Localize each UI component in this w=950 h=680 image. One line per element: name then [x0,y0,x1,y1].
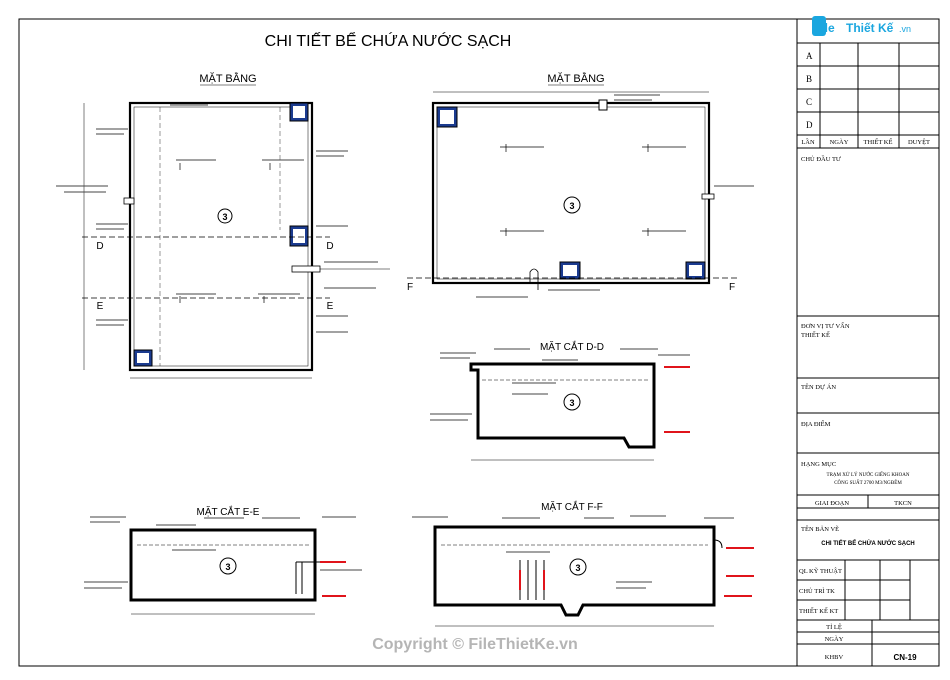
zone-number: 3 [225,562,230,572]
watermark-text: Copyright © FileThietKe.vn [372,636,578,653]
plan-left: MẶT BẰNG D D E E 3 [56,72,390,379]
drawing-name-label: TÊN BẢN VẼ [801,525,839,533]
section-ee-title: MẶT CẮT E-E [197,505,260,518]
category-line-2: CÔNG SUẤT 2700 M3/NGĐÊM [834,480,902,486]
signer-label: QL KỸ THUẬT [799,567,842,575]
scale-label: TỈ LỆ [826,623,842,631]
cut-label-f: F [407,282,413,293]
cut-label-e: E [327,301,334,312]
stage-label: GIAI ĐOẠN [815,500,849,507]
logo-file-icon [812,16,826,36]
rev-header: NGÀY [830,138,849,146]
zone-number: 3 [222,212,227,222]
section-ff: MẶT CẮT F-F 3 [412,500,754,627]
owner-label: CHỦ ĐẦU TƯ [801,155,842,163]
logo-file-text: File [814,21,835,35]
rev-header: LẦN [801,138,815,146]
drawing-name-value: CHI TIẾT BỂ CHỨA NƯỚC SẠCH [821,539,915,547]
plan-left-title: MẶT BẰNG [199,72,256,85]
revision-label: A [806,51,813,61]
revision-label: D [806,120,813,130]
signer-label: THIẾT KẾ KT [799,607,838,615]
signer-label: CHỦ TRÌ TK [799,587,835,595]
section-dd-title: MẶT CẮT D-D [540,340,604,353]
stage-value: TKCN [894,500,912,507]
cut-label-d: D [326,241,333,252]
section-ff-title: MẶT CẮT F-F [541,500,603,513]
plan-right-outer-wall [431,101,711,285]
cut-label-f: F [729,282,735,293]
title-block: File Thiết Kế .vn [796,16,940,667]
sheet-title: CHI TIẾT BỂ CHỨA NƯỚC SẠCH [265,31,512,50]
revision-label: C [806,97,812,107]
revision-label: B [806,74,812,84]
section-ee: MẶT CẮT E-E 3 [84,505,362,615]
rev-header: DUYỆT [908,138,930,146]
code-value: CN-19 [893,653,917,662]
zone-number: 3 [575,563,580,573]
project-label: TÊN DỰ ÁN [801,383,836,391]
section-dd-wall [469,362,656,449]
zone-number: 3 [569,201,574,211]
section-ee-wall [129,528,317,602]
title-block-text: A B C D LẦN NGÀY THIẾT KẾ DUYỆT CHỦ ĐẦU … [799,51,930,662]
cut-label-d: D [96,241,103,252]
plan-right-title: MẶT BẰNG [547,72,604,85]
plan-right: MẶT BẰNG F F 3 [407,72,754,298]
date-label: NGÀY [825,635,844,643]
section-ff-wall [433,525,716,617]
section-dd: MẶT CẮT D-D 3 [430,340,690,461]
category-label: HẠNG MỤC [801,461,836,468]
rev-header: THIẾT KẾ [864,138,893,146]
zone-number: 3 [569,398,574,408]
category-line-1: TRẠM XỬ LÝ NƯỚC GIẾNG KHOAN [827,472,910,478]
logo-thietke-text: Thiết Kế [846,21,894,35]
logo-vn-text: .vn [899,24,911,34]
cut-label-e: E [97,301,104,312]
plan-left-outer-wall [128,101,314,372]
location-label: ĐỊA ĐIỂM [801,420,831,428]
code-label: KHBV [825,654,844,661]
